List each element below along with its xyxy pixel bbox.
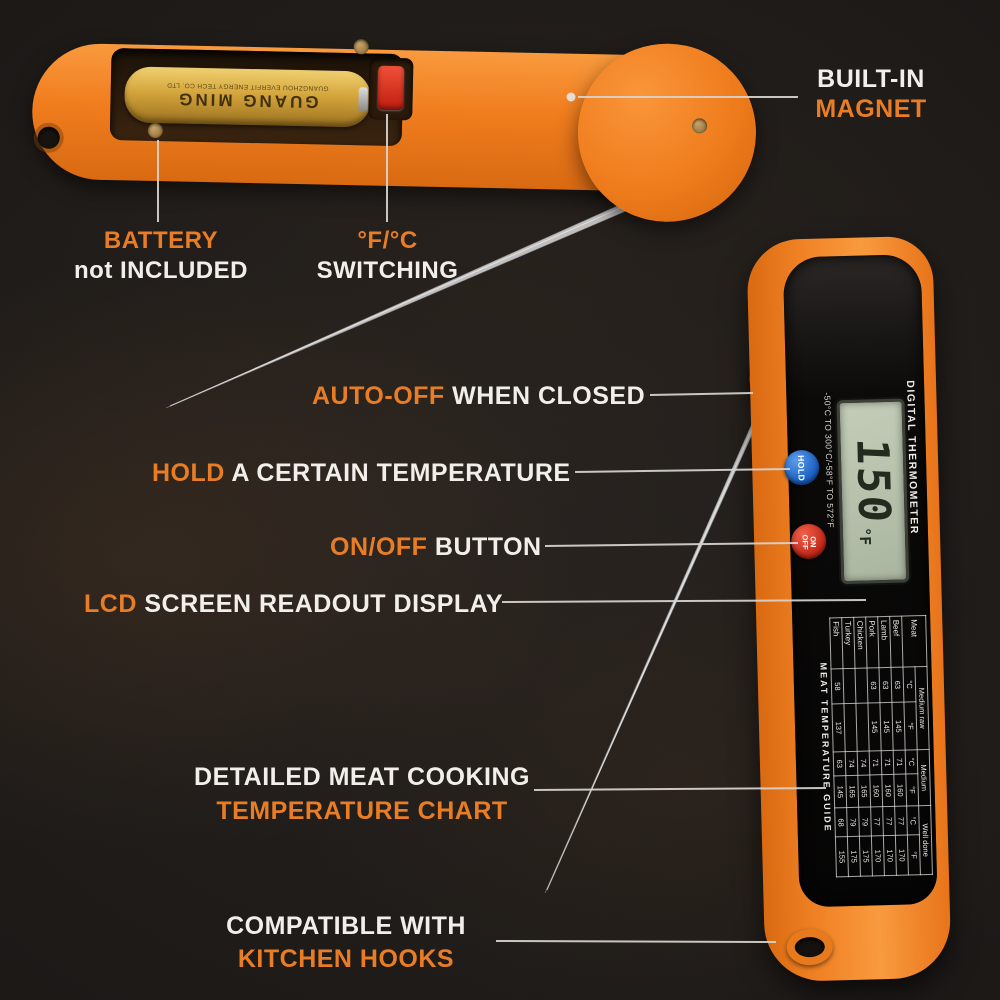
open-probe-highlight xyxy=(546,370,779,891)
annotation-on-off: ON/OFF BUTTON xyxy=(330,533,542,561)
connector-line-lcd xyxy=(501,599,867,603)
annotation-built-in-magnet: BUILT-IN MAGNET xyxy=(815,65,927,123)
annotation-kitchen-hooks: COMPATIBLE WITH KITCHEN HOOKS xyxy=(226,912,466,973)
folded-probe-highlight xyxy=(169,190,660,407)
annotation-battery-not-included: BATTERY not INCLUDED xyxy=(74,227,248,284)
connector-line-autooff xyxy=(649,392,754,396)
annotation-meat-chart: DETAILED MEAT COOKING TEMPERATURE CHART xyxy=(194,763,530,825)
magnet-dot xyxy=(566,92,576,102)
connector-line-chart xyxy=(533,787,827,791)
connector-line-onoff xyxy=(544,542,799,547)
annotation-fc-switching: °F/°C SWITCHING xyxy=(316,227,459,284)
connector-line-hold xyxy=(574,468,791,473)
annotation-auto-off: AUTO-OFF WHEN CLOSED xyxy=(312,382,646,410)
annotation-hold: HOLD A CERTAIN TEMPERATURE xyxy=(152,459,571,487)
connector-line-hooks xyxy=(495,940,777,943)
annotation-lcd: LCD SCREEN READOUT DISPLAY xyxy=(84,590,504,618)
